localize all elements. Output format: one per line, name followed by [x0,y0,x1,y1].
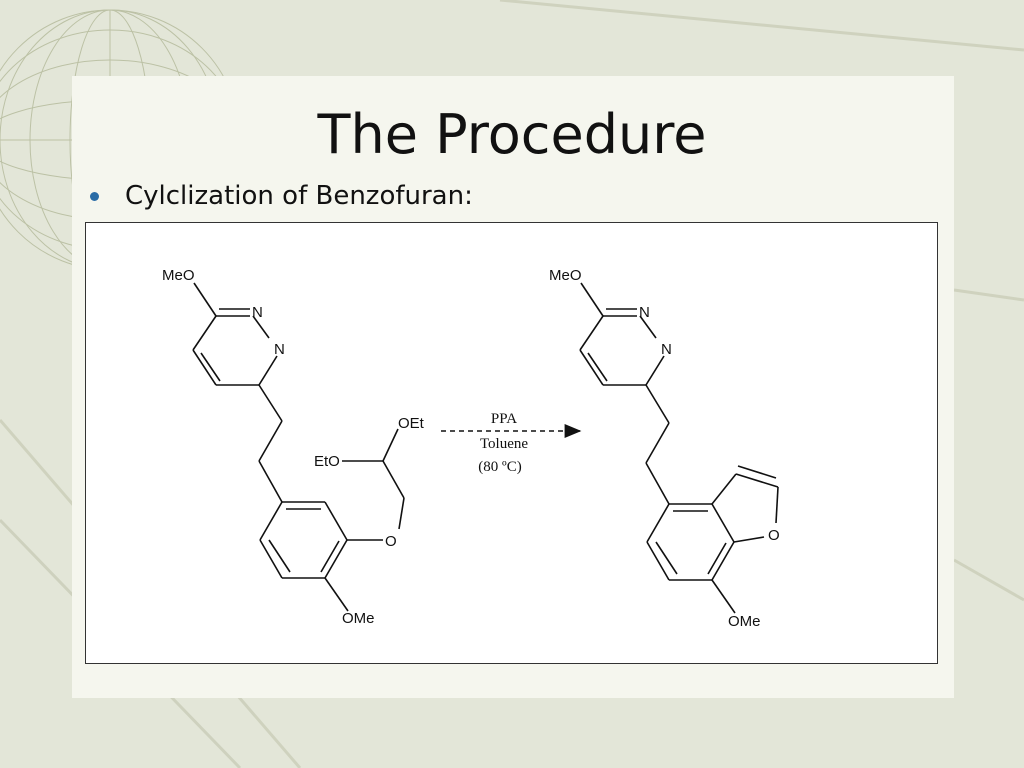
product-methoxy-bottom-label: OMe [728,613,761,630]
reaction-arrow-group: PPA Toluene (80 ºC) [441,411,582,475]
solvent-label: Toluene [480,436,528,452]
product-methoxy-top-label: MeO [549,267,582,284]
bullet-text: Cylclization of Benzofuran: [125,181,473,211]
temperature-label: (80 ºC) [478,459,521,475]
reaction-scheme: MeO N N OEt EtO O OMe PPA Toluene (80 ºC… [162,267,780,630]
reactant-ether-o-label: O [385,533,397,550]
reactant-methoxy-top-label: MeO [162,267,195,284]
product-molecule: MeO N N O OMe [549,267,780,630]
reactant-ethoxy-2-label: EtO [314,453,340,470]
reagent-label: PPA [491,411,517,427]
product-furan-o-label: O [768,527,780,544]
slide-title: The Procedure [317,103,707,166]
bullet-item: Cylclization of Benzofuran: [86,178,473,214]
reactant-n2-label: N [274,341,285,358]
reaction-scheme-frame: MeO N N OEt EtO O OMe PPA Toluene (80 ºC… [85,222,938,664]
reactant-methoxy-bottom-label: OMe [342,610,375,627]
product-n1-label: N [639,304,650,321]
reactant-ethoxy-1-label: OEt [398,415,425,432]
product-n2-label: N [661,341,672,358]
reactant-molecule: MeO N N OEt EtO O OMe [162,267,425,627]
bullet-dot-icon [90,191,99,201]
reactant-n1-label: N [252,304,263,321]
